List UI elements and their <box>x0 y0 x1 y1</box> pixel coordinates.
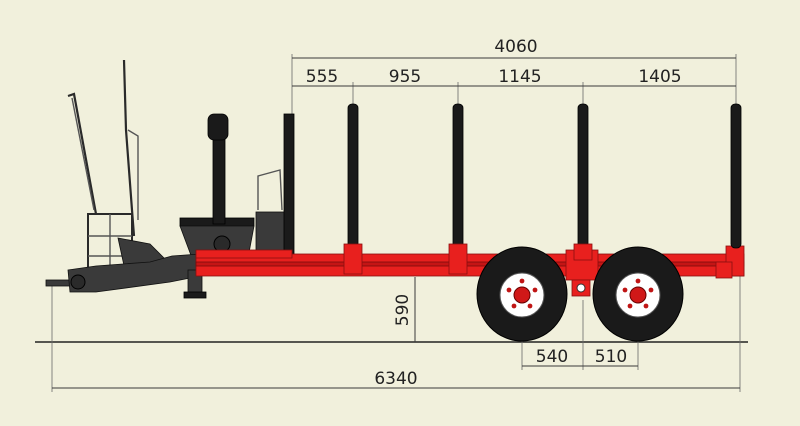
stanchions <box>343 103 742 275</box>
axle-offset-rear-label: 510 <box>595 347 627 367</box>
bunk-spacing-4-label: 1405 <box>638 67 681 87</box>
dim-bunk-spacing: 555 955 1145 1405 <box>292 67 736 108</box>
stanchion-2 <box>448 103 468 275</box>
drawbar <box>45 253 207 299</box>
stanchion-1 <box>343 103 363 275</box>
stanchion-3 <box>573 103 593 261</box>
bed-height-label: 590 <box>393 294 413 326</box>
bunk-span-label: 4060 <box>494 37 537 57</box>
wheel-rear <box>592 246 684 342</box>
dim-overall-length: 6340 <box>51 262 741 392</box>
stanchion-4 <box>730 103 742 249</box>
bunk-spacing-2-label: 955 <box>389 67 421 87</box>
bunk-spacing-3-label: 1145 <box>498 67 541 87</box>
overall-length-label: 6340 <box>374 369 417 389</box>
wheel-front <box>476 246 568 342</box>
dim-bed-height: 590 <box>393 277 416 342</box>
axle-offset-front-label: 540 <box>536 347 568 367</box>
bunk-spacing-1-label: 555 <box>306 67 338 87</box>
